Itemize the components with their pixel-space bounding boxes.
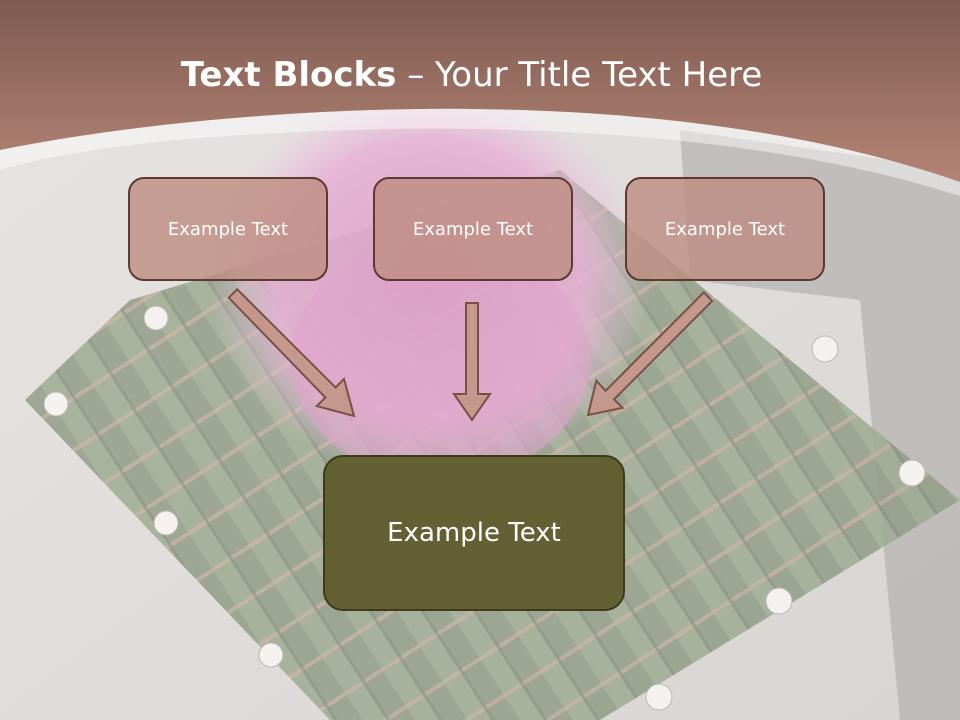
title-bold-part: Text Blocks xyxy=(180,55,397,95)
text-block-center-label: Example Text xyxy=(412,218,534,240)
text-block-right-label: Example Text xyxy=(664,218,786,240)
title-dash: – xyxy=(396,55,436,95)
title-rest: Your Title Text Here xyxy=(435,55,763,95)
text-block-left-label: Example Text xyxy=(167,218,289,240)
text-block-bottom-label: Example Text xyxy=(387,518,561,548)
text-block-right[interactable]: Example Text xyxy=(625,177,825,281)
text-block-center[interactable]: Example Text xyxy=(373,177,573,281)
text-block-left[interactable]: Example Text xyxy=(128,177,328,281)
text-block-bottom[interactable]: Example Text xyxy=(323,455,625,611)
slide-title: Text Blocks – Your Title Text Here xyxy=(0,52,943,98)
